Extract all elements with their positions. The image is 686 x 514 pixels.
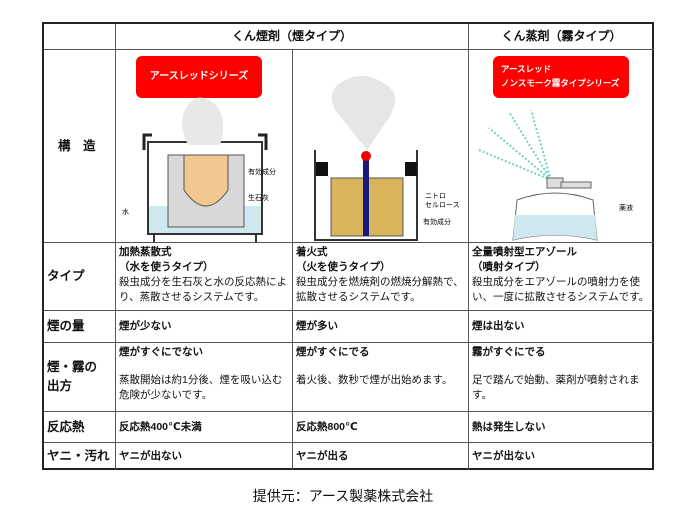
label-quicklime: 生石灰 — [248, 193, 269, 202]
water-type-diagram: 有効成分 生石灰 水 — [122, 97, 276, 242]
label-active-ingredient-2: 有効成分 — [423, 217, 451, 226]
source-credit: 提供元：アース製薬株式会社 — [252, 488, 434, 504]
banner-line-2: ノンスモーク霧タイプシリーズ — [501, 78, 620, 88]
structure-ignition-type-illustration: ニトロ セルロース 有効成分 — [293, 50, 469, 243]
amount-cell-3: 煙は出ない — [469, 311, 654, 343]
tar-cell-3: ヤニが出ない — [472, 450, 535, 462]
appearance-desc: 足で踏んで始動、薬剤が噴射されます。 — [472, 374, 640, 401]
appearance-cell-3: 霧がすぐにでる 足で踏んで始動、薬剤が噴射されます。 — [469, 343, 654, 412]
aerosol-diagram: 薬液 — [478, 109, 633, 241]
banner-line-1: アースレッド — [501, 64, 552, 74]
header-mist-type: くん蒸剤（霧タイプ） — [469, 24, 654, 50]
label-active-ingredient: 有効成分 — [248, 167, 276, 176]
tar-cell-2: ヤニが出る — [293, 443, 469, 470]
heat-cell-1: 反応熱400℃未満 — [116, 412, 293, 443]
amount-cell-1: 煙が少ない — [116, 311, 293, 343]
label-line-1: 煙・霧の — [47, 360, 98, 374]
earth-red-banner: アースレッドシリーズ — [136, 56, 262, 98]
appearance-title: 煙がすぐにでない — [119, 346, 203, 358]
appearance-desc: 着火後、数秒で煙が出始めます。 — [296, 374, 453, 386]
appearance-cell-2: 煙がすぐにでる 着火後、数秒で煙が出始めます。 — [293, 343, 469, 412]
type-desc: 殺虫成分を燃焼剤の燃焼分解熱で、拡散させるシステムです。 — [296, 276, 464, 303]
type-desc: 殺虫成分をエアゾールの噴射力を使い、一度に拡散させるシステムです。 — [472, 276, 650, 303]
appearance-desc: 蒸散開始は約1分後、煙を吸い込む危険が少ないです。 — [119, 374, 283, 401]
appearance-title: 煙がすぐにでる — [296, 346, 370, 358]
type-title: 加熱蒸散式 — [119, 246, 172, 258]
structure-water-type-illustration: アースレッドシリーズ 有効成分 生石灰 水 — [116, 50, 293, 243]
label-cellulose: セルロース — [425, 201, 460, 209]
header-empty-cell — [44, 24, 116, 50]
ignition-type-diagram: ニトロ セルロース 有効成分 — [314, 75, 460, 241]
label-nitro: ニトロ — [425, 193, 446, 200]
label-liquid: 薬液 — [619, 203, 633, 212]
type-cell-2: 着火式 （火を使うタイプ） 殺虫成分を燃焼剤の燃焼分解熱で、拡散させるシステムで… — [293, 243, 469, 311]
row-label-amount: 煙の量 — [44, 311, 116, 343]
amount-cell-2: 煙が多い — [293, 311, 469, 343]
heat-cell-2: 反応熱800℃ — [293, 412, 469, 443]
structure-aerosol-illustration: アースレッド ノンスモーク霧タイプシリーズ 薬液 — [469, 50, 654, 243]
type-desc: 殺虫成分を生石灰と水の反応熱により、蒸散させるシステムです。 — [119, 276, 287, 303]
type-title: 着火式 — [296, 246, 328, 258]
type-sub: （火を使うタイプ） — [296, 261, 391, 273]
row-label-type: タイプ — [44, 243, 116, 311]
tar-cell-1: ヤニが出ない — [116, 443, 293, 470]
row-label-structure: 構 造 — [44, 50, 116, 243]
appearance-cell-1: 煙がすぐにでない 蒸散開始は約1分後、煙を吸い込む危険が少ないです。 — [116, 343, 293, 412]
row-label-tar: ヤニ・汚れ — [44, 443, 116, 470]
type-cell-1: 加熱蒸散式 （水を使うタイプ） 殺虫成分を生石灰と水の反応熱により、蒸散させるシ… — [116, 243, 293, 311]
row-label-appearance: 煙・霧の 出方 — [44, 343, 116, 412]
comparison-table: くん煙剤（煙タイプ） くん蒸剤（霧タイプ） 構 造 アースレッドシリーズ 有効成… — [42, 22, 654, 470]
type-sub: （噴射タイプ） — [472, 261, 546, 273]
heat-cell-3: 熱は発生しない — [469, 412, 654, 443]
label-water: 水 — [122, 207, 129, 216]
type-title: 全量噴射型エアゾール — [472, 246, 577, 258]
appearance-title: 霧がすぐにでる — [472, 346, 546, 358]
header-smoke-type: くん煙剤（煙タイプ） — [116, 24, 469, 50]
type-sub: （水を使うタイプ） — [119, 261, 214, 273]
label-line-2: 出方 — [47, 379, 73, 393]
type-cell-3: 全量噴射型エアゾール （噴射タイプ） 殺虫成分をエアゾールの噴射力を使い、一度に… — [469, 243, 654, 311]
row-label-heat: 反応熱 — [44, 412, 116, 443]
non-smoke-banner: アースレッド ノンスモーク霧タイプシリーズ — [493, 56, 629, 98]
